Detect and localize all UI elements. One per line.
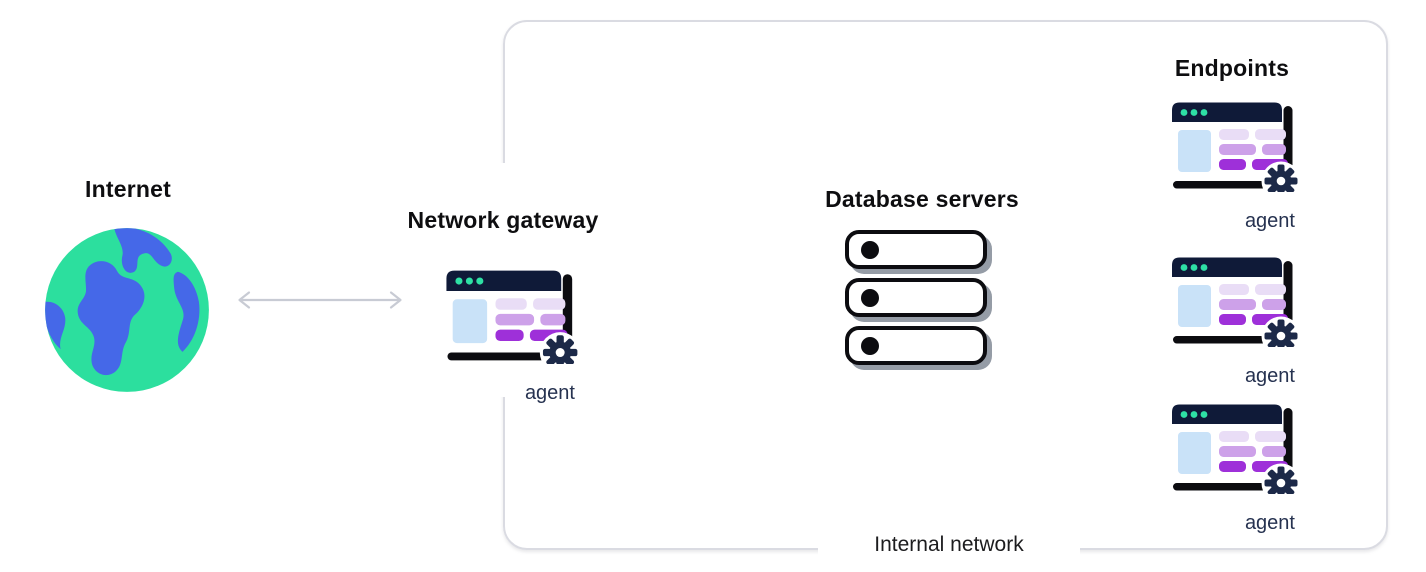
agent-label: agent <box>524 382 575 404</box>
server-indicator-dot <box>861 240 879 259</box>
agent-label: agent <box>1244 365 1295 387</box>
titlebar-dots <box>1180 109 1208 116</box>
server-indicator-dot <box>861 336 879 355</box>
network-gateway-heading: Network gateway <box>407 207 599 233</box>
server-indicator-dot <box>861 288 879 307</box>
endpoint-node: agent <box>1164 402 1301 534</box>
gear-icon <box>1264 164 1298 198</box>
network-gateway-node: agent <box>438 268 581 404</box>
database-servers-heading: Database servers <box>825 186 1019 212</box>
internet-heading: Internet <box>85 176 171 202</box>
content-pills <box>1219 284 1288 325</box>
globe-icon <box>45 228 209 392</box>
internal-network-label: Internal network <box>818 528 1080 562</box>
agent-label: agent <box>1244 210 1295 232</box>
gear-icon <box>1264 319 1298 353</box>
endpoints-heading: Endpoints <box>1174 55 1290 81</box>
internet-node <box>36 219 218 406</box>
gear-icon <box>542 335 578 370</box>
bidirectional-arrow-icon <box>238 291 402 309</box>
browser-agent-icon <box>1172 257 1301 356</box>
titlebar-dots <box>1180 264 1208 271</box>
database-server-icon <box>845 230 987 269</box>
browser-agent-icon <box>446 270 581 373</box>
titlebar-dots <box>455 277 484 285</box>
database-servers-node <box>845 230 987 365</box>
browser-agent-icon <box>1172 102 1301 201</box>
gear-icon <box>1264 466 1298 500</box>
database-server-icon <box>845 326 987 365</box>
agent-label: agent <box>1244 512 1295 534</box>
database-server-icon <box>845 278 987 317</box>
browser-agent-icon <box>1172 404 1301 503</box>
internet-gateway-link <box>232 288 408 317</box>
endpoint-node: agent <box>1164 100 1301 232</box>
titlebar-dots <box>1180 411 1208 418</box>
endpoint-node: agent <box>1164 255 1301 387</box>
